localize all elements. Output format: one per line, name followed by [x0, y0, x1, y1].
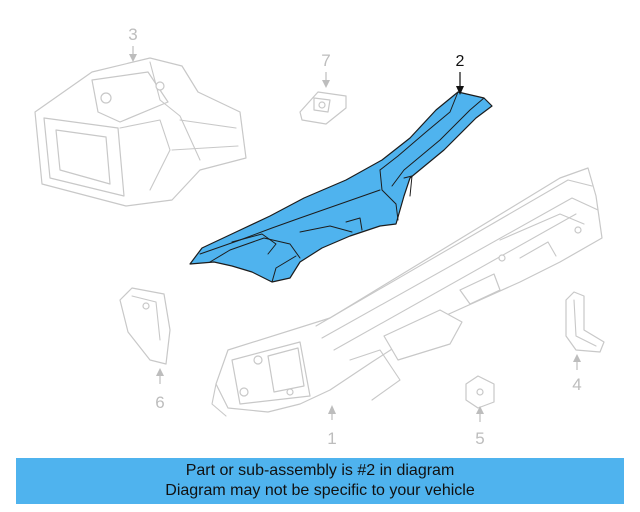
svg-text:4: 4	[572, 375, 581, 394]
callout-5[interactable]: 5	[475, 406, 485, 448]
svg-text:5: 5	[475, 429, 484, 448]
callout-4[interactable]: 4	[572, 354, 582, 394]
part-3-quarter-panel	[34, 57, 247, 207]
callout-7[interactable]: 7	[321, 51, 331, 88]
info-banner: Part or sub-assembly is #2 in diagram Di…	[16, 458, 624, 504]
part-7-bracket	[299, 91, 347, 125]
banner-line-1: Part or sub-assembly is #2 in diagram	[185, 462, 455, 479]
banner-line-2: Diagram may not be specific to your vehi…	[165, 482, 475, 499]
svg-text:3: 3	[128, 25, 137, 44]
part-6-bracket	[119, 287, 171, 365]
parts-diagram: 1 2 3 4 5 6 7	[34, 25, 605, 448]
svg-text:6: 6	[155, 393, 164, 412]
part-5-clip	[465, 375, 495, 409]
svg-text:2: 2	[456, 53, 465, 70]
callout-1[interactable]: 1	[327, 405, 337, 448]
part-2-highlighted	[189, 91, 493, 283]
callout-3[interactable]: 3	[128, 25, 138, 62]
svg-text:7: 7	[321, 51, 330, 70]
callout-2[interactable]: 2	[456, 53, 465, 95]
part-4-bracket	[565, 291, 605, 353]
svg-text:1: 1	[327, 429, 336, 448]
callout-6[interactable]: 6	[155, 368, 165, 412]
part-1-rear-body-panel	[211, 167, 603, 417]
